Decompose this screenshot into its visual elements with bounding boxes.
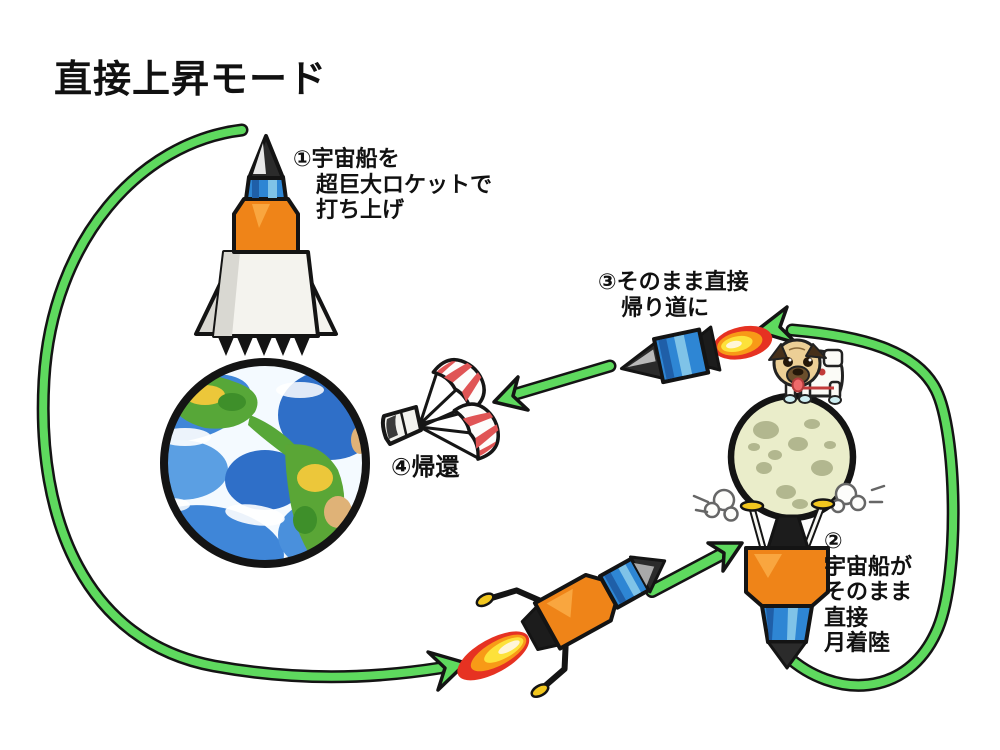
- step2-line: ②: [824, 528, 843, 553]
- arrowhead-upright-icon: [706, 541, 744, 573]
- arrowhead-right-icon: [426, 650, 468, 692]
- step3-line: 帰り道に: [621, 294, 710, 320]
- return-spacecraft-illustration: [619, 325, 773, 385]
- pug-astronaut-illustration: [768, 338, 844, 405]
- arrow-to-moon-landing: [645, 541, 744, 598]
- trajectory-arrow-launch: [36, 123, 468, 692]
- arrowhead-downleft-icon: [492, 375, 530, 412]
- dust-puff: [703, 482, 867, 522]
- step2-line: 直接: [824, 604, 869, 630]
- outbound-spacecraft-illustration: [457, 555, 667, 699]
- outbound-flame: [457, 631, 530, 681]
- diagram-title: 直接上昇モード: [54, 59, 328, 101]
- moon-lander-illustration: [692, 482, 886, 670]
- step1-line: 超巨大ロケットで: [316, 171, 493, 197]
- launch-rocket-illustration: [194, 134, 338, 356]
- step1-label: ①宇宙船を 超巨大ロケットで 打ち上げ: [293, 146, 492, 223]
- step2-line: 月着陸: [824, 630, 891, 655]
- rocket-engines: [218, 337, 310, 356]
- parachute-canopy: [431, 357, 486, 413]
- parachute-capsule-illustration: [380, 357, 500, 461]
- step4-line: ④帰還: [391, 454, 460, 481]
- step3-line: ③そのまま直接: [598, 269, 749, 294]
- step2-label: ② 宇宙船が そのまま 直接 月着陸: [824, 528, 912, 656]
- step1-line: ①宇宙船を: [293, 146, 400, 171]
- step4-label: ④帰還: [391, 455, 459, 481]
- parachute-canopy: [452, 402, 500, 461]
- return-flame: [713, 325, 773, 360]
- pug-tongue: [791, 377, 805, 393]
- step2-line: そのまま: [824, 579, 913, 604]
- earth-illustration: [160, 358, 370, 568]
- arrow-to-splashdown: [492, 359, 617, 412]
- step3-label: ③そのまま直接 帰り道に: [598, 269, 749, 320]
- parachute-lines: [418, 371, 479, 460]
- step1-line: 打ち上げ: [316, 197, 405, 222]
- step2-line: 宇宙船が: [824, 553, 913, 579]
